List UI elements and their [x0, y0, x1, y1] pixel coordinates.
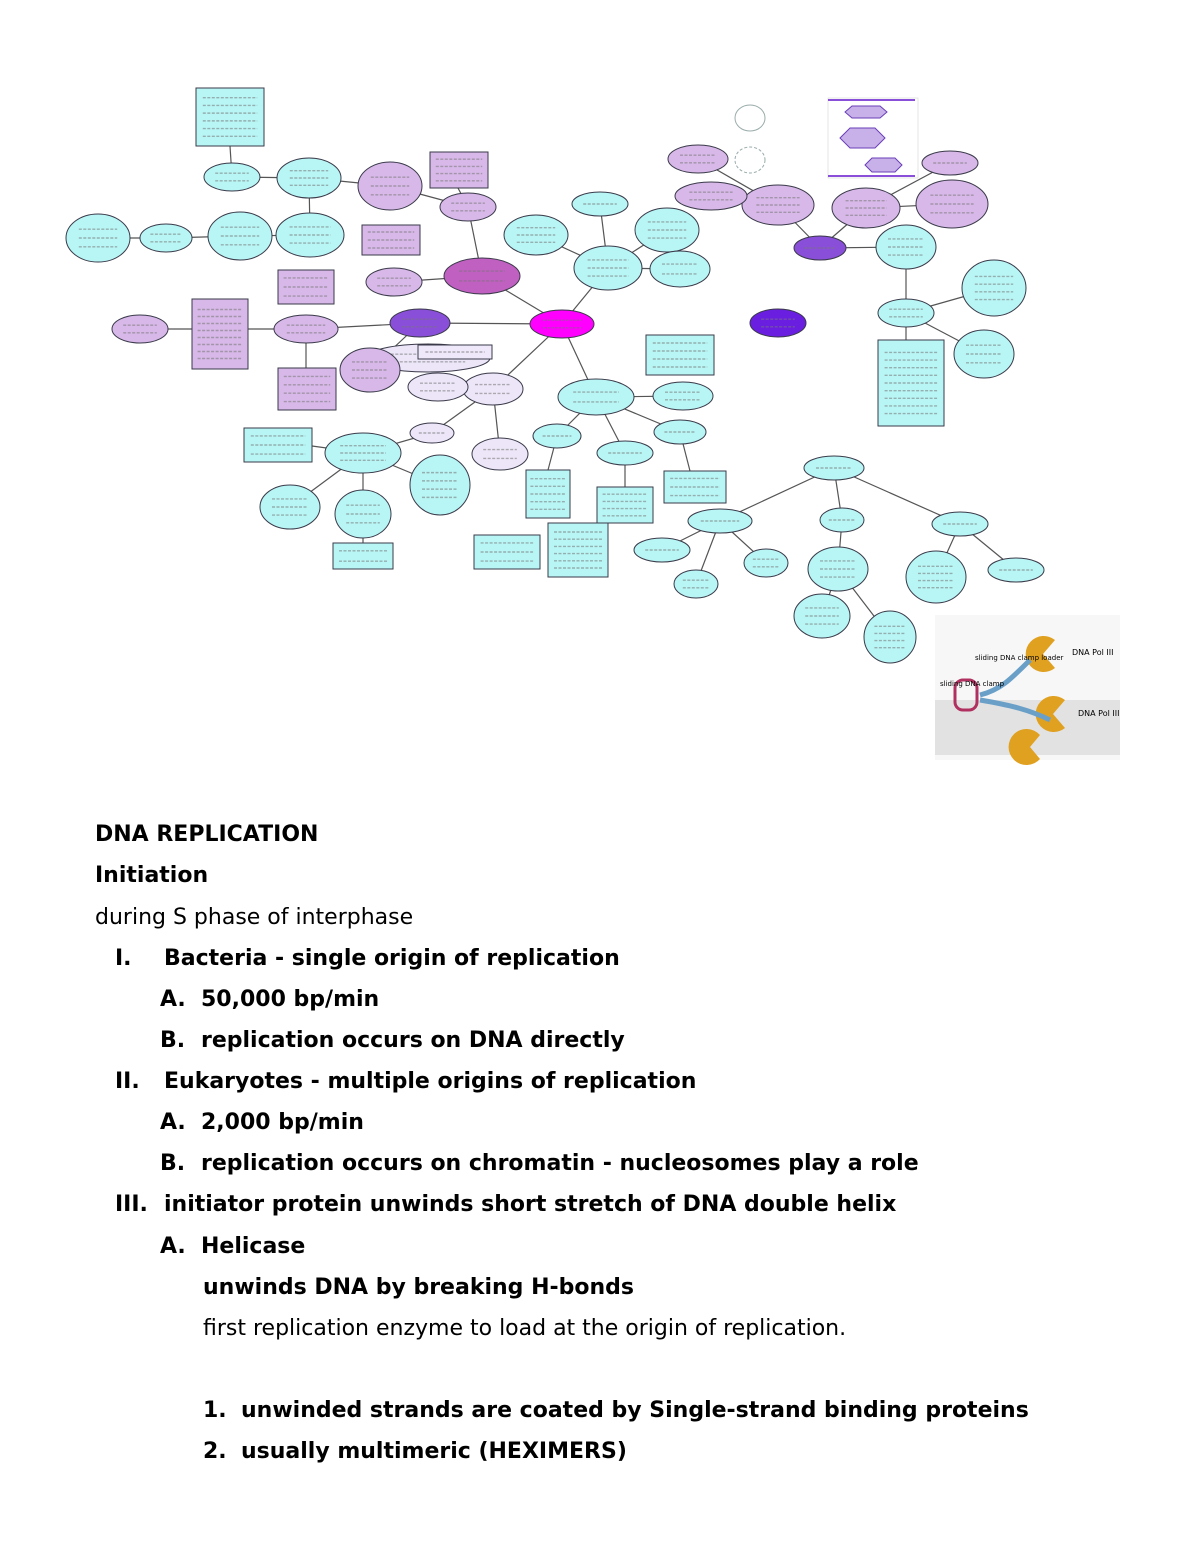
dna-diagram-inset	[734, 97, 919, 179]
concept-node	[921, 150, 979, 176]
concept-node	[191, 298, 249, 370]
concept-node	[334, 489, 392, 539]
concept-node	[462, 372, 524, 406]
section-intro: during S phase of interphase	[95, 905, 414, 930]
concept-node	[877, 298, 935, 328]
inset-label: DNA Pol III	[1078, 709, 1119, 718]
concept-node	[203, 162, 261, 192]
concept-node	[596, 440, 654, 466]
list-item: 2,000 bp/min	[201, 1110, 364, 1135]
concept-node	[667, 144, 729, 174]
list-marker: III.	[115, 1192, 148, 1217]
list-item: Bacteria - single origin of replication	[164, 946, 620, 971]
list-item: Helicase	[201, 1234, 306, 1259]
list-item: replication occurs on DNA directly	[201, 1028, 625, 1053]
concept-node	[652, 381, 714, 411]
list-item: initiator protein unwinds short stretch …	[164, 1192, 897, 1217]
concept-node	[471, 437, 529, 471]
list-marker: II.	[115, 1069, 140, 1094]
concept-node	[407, 372, 469, 402]
concept-node	[139, 223, 193, 253]
concept-node	[863, 610, 917, 664]
inset-label: sliding DNA clamp loader	[975, 654, 1064, 662]
concept-node	[741, 184, 815, 226]
dna-polymerase-shape	[1008, 729, 1040, 765]
concept-map-figure: DNA Pol III DNA Pol III sliding DNA clam…	[65, 87, 1120, 765]
sliding-clamp-shape	[953, 678, 979, 712]
list-marker: A.	[160, 987, 186, 1012]
concept-node	[547, 522, 609, 578]
inset-label: DNA Pol III	[1072, 648, 1113, 657]
list-marker: 2.	[203, 1439, 227, 1464]
concept-node	[749, 308, 807, 338]
concept-node	[332, 542, 394, 570]
list-marker: B.	[160, 1028, 186, 1053]
list-item: unwinds DNA by breaking H-bonds	[203, 1275, 634, 1300]
list-marker: A.	[160, 1110, 186, 1135]
concept-node	[273, 314, 339, 344]
concept-node	[571, 191, 629, 217]
list-marker: B.	[160, 1151, 186, 1176]
list-item: replication occurs on chromatin - nucleo…	[201, 1151, 919, 1176]
concept-node	[195, 87, 265, 147]
concept-node	[409, 454, 471, 516]
concept-node	[931, 511, 989, 537]
list-item: 50,000 bp/min	[201, 987, 380, 1012]
concept-node	[439, 192, 497, 222]
list-item: usually multimeric (HEXIMERS)	[241, 1439, 627, 1464]
concept-node	[987, 557, 1045, 583]
list-marker: A.	[160, 1234, 186, 1259]
concept-node	[674, 181, 748, 211]
concept-node	[277, 367, 337, 411]
concept-node	[793, 593, 851, 639]
document-title: DNA REPLICATION	[95, 822, 319, 847]
concept-node	[743, 548, 789, 578]
dna-polymerase-shape	[1025, 636, 1055, 673]
dna-polymerase-shape	[1035, 696, 1065, 732]
concept-node	[365, 267, 423, 297]
section-heading: Initiation	[95, 863, 209, 888]
concept-node	[557, 378, 635, 416]
concept-node	[819, 507, 865, 533]
concept-node	[409, 422, 455, 444]
concept-node	[473, 534, 541, 570]
concept-node	[905, 550, 967, 604]
list-item: Eukaryotes - multiple origins of replica…	[164, 1069, 697, 1094]
list-item: unwinded strands are coated by Single-st…	[241, 1398, 1029, 1423]
concept-node	[645, 334, 715, 376]
concept-node	[877, 339, 945, 427]
inset-label: sliding DNA clamp	[940, 680, 1005, 688]
list-marker: I.	[115, 946, 132, 971]
list-marker: 1.	[203, 1398, 227, 1423]
concept-node	[961, 259, 1027, 317]
concept-link	[833, 467, 961, 525]
concept-node	[529, 309, 595, 339]
concept-node	[673, 569, 719, 599]
concept-node	[111, 314, 169, 344]
concept-node	[429, 151, 489, 189]
concept-node	[596, 486, 654, 524]
concept-node	[915, 179, 989, 229]
list-item: first replication enzyme to load at the …	[203, 1316, 847, 1341]
concept-node	[443, 257, 521, 295]
concept-node	[389, 308, 451, 338]
replication-fork-inset: DNA Pol III DNA Pol III sliding DNA clam…	[935, 615, 1120, 765]
concept-node	[649, 250, 711, 288]
concept-map-nodes	[65, 87, 1045, 664]
concept-node	[633, 537, 691, 563]
